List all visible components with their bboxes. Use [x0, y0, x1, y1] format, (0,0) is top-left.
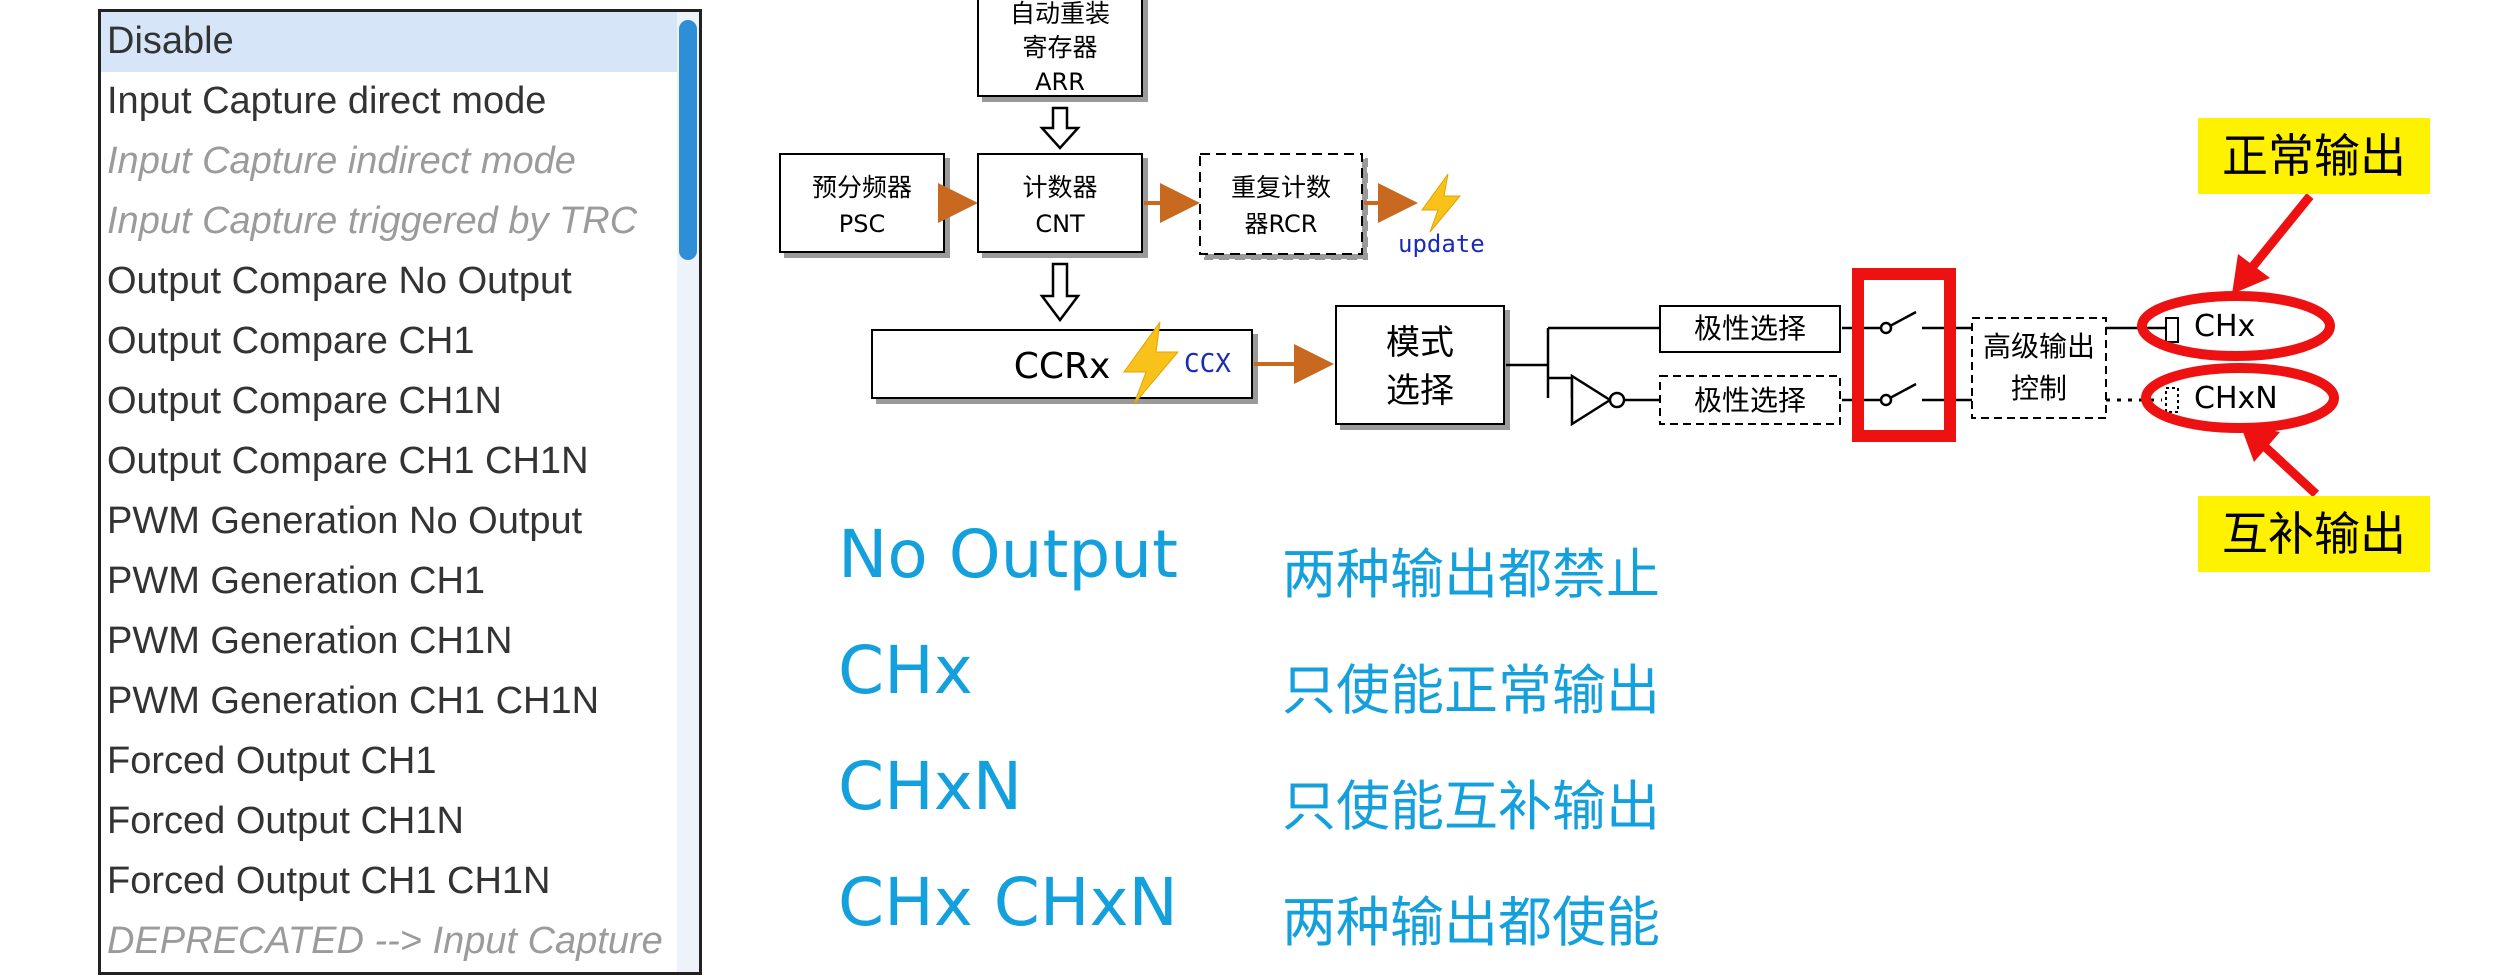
rcr-line1: 重复计数	[1231, 173, 1331, 202]
legend-desc-2: 只使能正常输出	[1282, 659, 1660, 722]
legend-mode-3: CHxN	[838, 748, 1023, 825]
legend-mode-1: No Output	[838, 516, 1178, 593]
svg-text:控制: 控制	[2011, 372, 2067, 405]
tag-normal-output: 正常输出	[2198, 118, 2430, 194]
chx-label: CHx	[2194, 309, 2255, 344]
lightning-ccx-icon	[1123, 321, 1180, 405]
svg-text:高级输出: 高级输出	[1983, 330, 2095, 363]
list-item[interactable]: Output Compare CH1 CH1N	[107, 440, 589, 482]
chx-highlight-ellipse	[2137, 291, 2335, 361]
arr-line3: ARR	[1035, 68, 1085, 96]
cnt-line1: 计数器	[1022, 173, 1097, 202]
mode-select-block: 模式 选择	[1335, 305, 1505, 425]
arr-line2: 寄存器	[1022, 33, 1097, 62]
legend-desc-1: 两种输出都禁止	[1282, 543, 1660, 606]
psc-block: 预分频器 PSC	[779, 153, 945, 253]
psc-line1: 预分频器	[812, 173, 912, 202]
list-item[interactable]: Input Capture triggered by TRC	[107, 200, 638, 242]
list-item[interactable]: PWM Generation No Output	[107, 500, 583, 542]
rcr-line2: 器RCR	[1245, 210, 1318, 238]
chxn-label: CHxN	[2194, 381, 2278, 416]
psc-line2: PSC	[839, 210, 885, 238]
list-item[interactable]: Forced Output CH1 CH1N	[107, 860, 551, 902]
rcr-block: 重复计数 器RCR	[1199, 153, 1363, 255]
cnt-block: 计数器 CNT	[977, 153, 1143, 253]
list-item[interactable]: Input Capture indirect mode	[107, 140, 576, 182]
list-item[interactable]: Output Compare CH1N	[107, 380, 502, 422]
tag-complement-output: 互补输出	[2198, 496, 2430, 572]
svg-text:极性选择: 极性选择	[1694, 312, 1806, 345]
pointer-arrow-complement	[2240, 424, 2320, 498]
hollow-arrow-arr-cnt	[1039, 106, 1081, 150]
list-item[interactable]: Input Capture direct mode	[107, 80, 547, 122]
list-item[interactable]: Disable	[101, 12, 699, 72]
ccrx-label: CCRx	[1014, 346, 1111, 387]
scrollbar-thumb[interactable]	[679, 20, 697, 260]
ccrx-block: CCRx	[871, 329, 1253, 399]
svg-text:极性选择: 极性选择	[1694, 384, 1806, 417]
chxn-highlight-ellipse	[2141, 363, 2339, 433]
mode-line1: 模式	[1386, 323, 1454, 363]
update-label: update	[1398, 230, 1485, 258]
switch-highlight-box	[1852, 268, 1956, 442]
legend-desc-3: 只使能互补输出	[1282, 775, 1660, 838]
polarity-select-top: 极性选择	[1659, 305, 1841, 353]
chx-pin	[2165, 317, 2179, 343]
list-item[interactable]: PWM Generation CH1 CH1N	[107, 680, 600, 722]
ccx-label: CCX	[1184, 349, 1231, 379]
hollow-arrow-cnt-ccr	[1039, 262, 1081, 323]
list-item[interactable]: Forced Output CH1	[107, 740, 437, 782]
legend-mode-2: CHx	[838, 632, 973, 709]
list-item[interactable]: Forced Output CH1N	[107, 800, 464, 842]
pointer-arrow-normal	[2232, 193, 2314, 294]
list-item[interactable]: DEPRECATED --> Input Capture	[107, 920, 663, 962]
advanced-output-control: 高级输出 控制	[1971, 317, 2107, 419]
inverter-symbol	[1570, 373, 1660, 427]
list-item[interactable]: Output Compare No Output	[107, 260, 572, 302]
list-item[interactable]: PWM Generation CH1	[107, 560, 486, 602]
arr-block: 自动重装 寄存器 ARR	[977, 0, 1143, 97]
cnt-line2: CNT	[1035, 210, 1085, 238]
chxn-pin	[2165, 387, 2179, 413]
list-item[interactable]: PWM Generation CH1N	[107, 620, 513, 662]
list-item[interactable]: Output Compare CH1	[107, 320, 475, 362]
polarity-select-bottom: 极性选择	[1659, 375, 1841, 425]
mode-line2: 选择	[1386, 371, 1454, 411]
arr-line1: 自动重装	[1010, 0, 1110, 28]
lightning-update-icon	[1421, 173, 1462, 233]
legend-desc-4: 两种输出都使能	[1282, 891, 1660, 954]
legend-mode-4: CHx CHxN	[838, 864, 1178, 941]
